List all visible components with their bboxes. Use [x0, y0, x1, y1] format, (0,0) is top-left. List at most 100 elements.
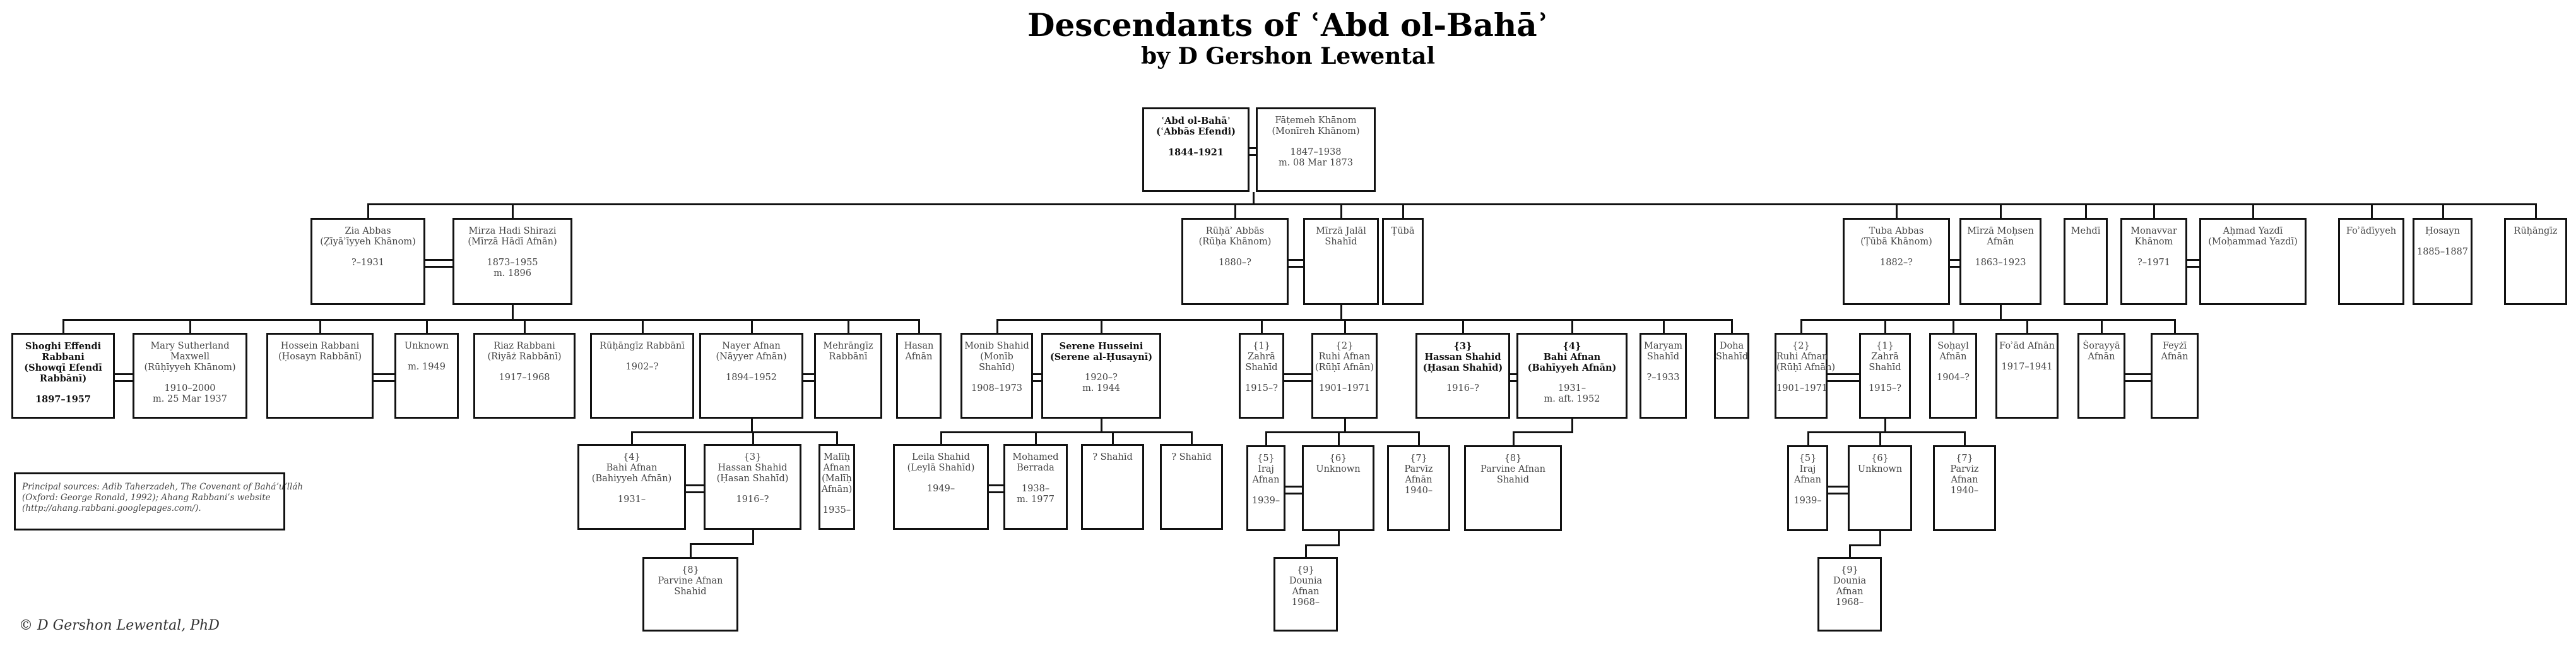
- copyright-notice: © D Gershon Lewental, PhD: [19, 618, 220, 633]
- person-text-line: Mīrzā Moḥsen: [1967, 226, 2034, 236]
- line-spacer: [1248, 486, 1284, 496]
- person-box: {3}Hassan Shahid(Ḥasan Shahīd)1916–?: [704, 444, 801, 530]
- person-text-line: 1847–1938: [1290, 147, 1342, 157]
- person-text-line: Hassan Shahid: [718, 463, 788, 473]
- tree-line: [996, 319, 1733, 321]
- tree-line: [836, 431, 838, 444]
- tree-line: [1261, 319, 1263, 333]
- tree-line: [918, 319, 920, 333]
- line-spacer: [706, 484, 800, 494]
- sources-line: (Oxford: George Ronald, 1992); Ahang Rab…: [22, 493, 271, 503]
- person-text-line: Rabbānī): [39, 373, 87, 384]
- person-text-line: Ṡorayyā: [2083, 341, 2120, 351]
- person-text-line: Afnān: [2088, 352, 2115, 362]
- person-box: {2}Ruhi Afnan(Rūḥī Afnān)1901–1971: [1775, 333, 1835, 419]
- person-text-line: {8}: [1504, 453, 1522, 464]
- person-text-line: Mary Sutherland: [150, 341, 230, 351]
- tree-line: [1402, 203, 1404, 218]
- person-box: ? Shahīd: [1081, 444, 1144, 530]
- marriage-connector: [1033, 373, 1041, 382]
- tree-line: [631, 431, 633, 444]
- person-text-line: Afnan: [1252, 475, 1280, 485]
- person-text-line: m. 1944: [1082, 383, 1120, 393]
- tree-line: [512, 305, 514, 319]
- person-text-line: (Riyāż Rabbānī): [487, 352, 562, 362]
- person-text-line: 1908–1973: [971, 383, 1023, 393]
- person-text-line: Aḥmad Yazdī: [2223, 226, 2283, 236]
- person-text-line: Mehdī: [2071, 226, 2101, 236]
- person-text-line: Bahi Afnan: [1543, 352, 1601, 362]
- person-text-line: 1920–?: [1085, 373, 1118, 383]
- person-text-line: Parvine Afnan: [658, 576, 723, 586]
- person-text-line: (Moḥammad Yazdī): [2208, 237, 2298, 247]
- line-spacer: [1641, 362, 1685, 373]
- person-text-line: m. aft. 1952: [1544, 394, 1600, 404]
- person-text-line: Rūḥāʾ Abbās: [1205, 226, 1265, 236]
- tree-line: [2442, 203, 2444, 218]
- person-text-line: 1939–: [1793, 496, 1822, 506]
- person-text-line: {9}: [1297, 565, 1315, 575]
- line-spacer: [1845, 248, 1948, 258]
- marriage-connector: [1828, 486, 1848, 494]
- line-spacer: [1931, 362, 1975, 373]
- line-spacer: [475, 362, 574, 373]
- tree-line: [1663, 319, 1665, 333]
- person-text-line: 1938–: [1021, 484, 1050, 494]
- person-text-line: Rūḥāngīz: [2514, 226, 2558, 236]
- tree-line: [1101, 419, 1102, 431]
- tree-line: [1462, 319, 1464, 333]
- line-spacer: [579, 484, 684, 494]
- tree-line: [751, 319, 753, 333]
- tree-line: [1265, 431, 1420, 433]
- person-text-line: Malīḥ: [823, 452, 851, 462]
- marriage-connector: [115, 373, 133, 382]
- sources-line: (http://ahang.rabbani.googlepages.com/).: [22, 503, 201, 513]
- tree-line: [1953, 319, 1954, 333]
- person-text-line: 1915–?: [1869, 383, 1901, 393]
- tree-line: [1849, 544, 1881, 546]
- person-text-line: Dounia: [1289, 576, 1323, 586]
- person-text-line: 1916–?: [1446, 383, 1479, 393]
- tree-line: [690, 543, 692, 557]
- chart-title: Descendants of ʿAbd ol-Bahāʾ: [1027, 6, 1549, 44]
- person-text-line: Mirza Hadi Shirazi: [468, 226, 557, 236]
- person-text-line: 1939–: [1251, 496, 1280, 506]
- line-spacer: [1183, 248, 1287, 258]
- line-spacer: [820, 495, 853, 505]
- person-text-line: Mehrāngīz: [823, 341, 873, 351]
- person-text-line: Monavvar: [2130, 226, 2177, 236]
- person-text-line: Mīrzā Jalāl: [1316, 226, 1366, 236]
- tree-line: [1305, 544, 1340, 546]
- line-spacer: [701, 362, 801, 373]
- person-text-line: Rabbani: [42, 352, 85, 362]
- person-box: Aḥmad Yazdī(Moḥammad Yazdī): [2199, 218, 2307, 305]
- person-text-line: (Monīreh Khānom): [1272, 126, 1360, 136]
- tree-line: [1305, 544, 1307, 557]
- tree-line: [524, 319, 526, 333]
- person-text-line: Maxwell: [170, 352, 210, 362]
- person-text-line: {6}: [1329, 453, 1347, 464]
- tree-line: [1884, 319, 1886, 333]
- person-text-line: 1968–: [1291, 597, 1320, 608]
- person-text-line: Monib Shahid: [964, 341, 1029, 351]
- tree-line: [512, 203, 514, 218]
- person-text-line: Bahi Afnan: [606, 463, 658, 473]
- line-spacer: [1861, 373, 1909, 383]
- tree-line: [2252, 203, 2254, 218]
- line-spacer: [1005, 474, 1066, 484]
- person-text-line: {2}: [1792, 341, 1810, 351]
- person-text-line: 1904–?: [1937, 373, 1970, 383]
- person-text-line: 1885–1887: [2416, 247, 2469, 257]
- person-text-line: (Ẓīyāʾīyyeh Khānom): [320, 237, 416, 247]
- tree-line: [940, 431, 1193, 433]
